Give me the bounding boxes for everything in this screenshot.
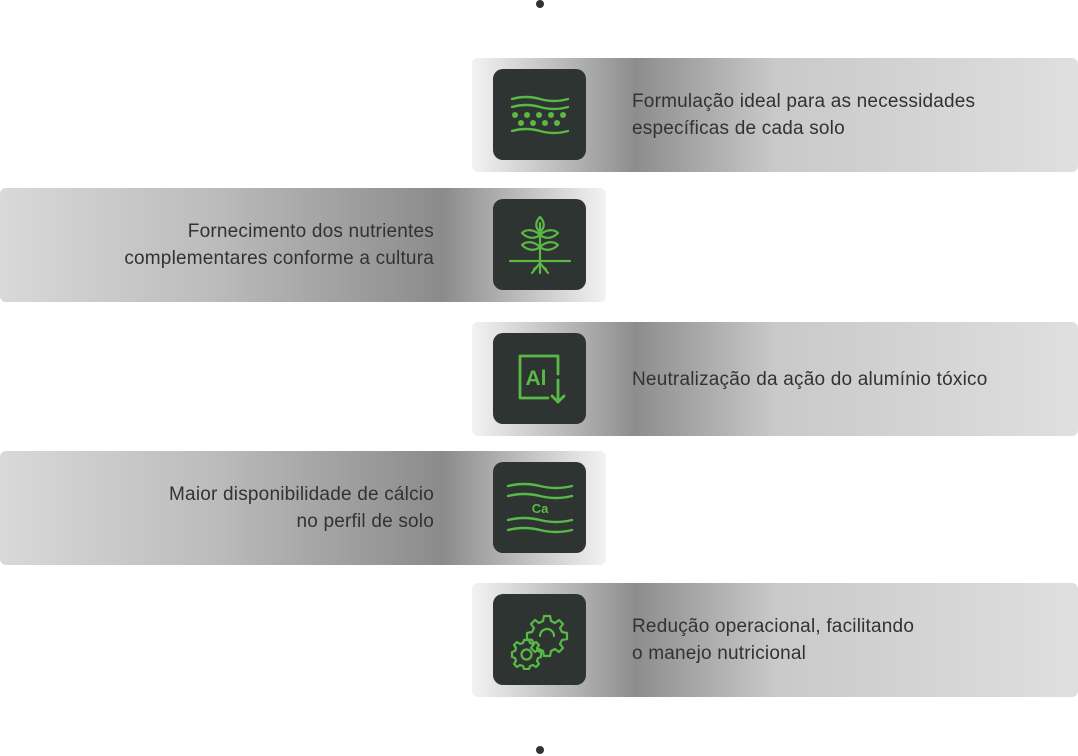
soil-layers-icon <box>493 69 586 160</box>
svg-text:Ca: Ca <box>531 501 548 516</box>
feature-text: Formulação ideal para as necessidades es… <box>632 91 976 139</box>
feature-text: Maior disponibilidade de cálcio no perfi… <box>169 484 434 532</box>
feature-text: Neutralização da ação do alumínio tóxico <box>632 368 988 390</box>
timeline-dot-top <box>536 0 544 8</box>
feature-card-nutrients: Fornecimento dos nutrientes complementar… <box>0 188 606 302</box>
calcium-waves-icon: Ca <box>493 462 586 553</box>
svg-text:Al: Al <box>525 367 546 390</box>
feature-text: Redução operacional, facilitando o manej… <box>632 616 915 664</box>
feature-card-operational: Redução operacional, facilitando o manej… <box>472 583 1078 697</box>
feature-card-calcium: Ca Maior disponibilidade de cálcio no pe… <box>0 451 606 565</box>
timeline-dot-bottom <box>536 746 544 754</box>
feature-card-formulation: Formulação ideal para as necessidades es… <box>472 58 1078 172</box>
feature-text: Fornecimento dos nutrientes complementar… <box>124 221 434 269</box>
aluminum-down-icon: Al <box>493 333 586 424</box>
feature-card-aluminum: Al Neutralização da ação do alumínio tóx… <box>472 322 1078 436</box>
plant-roots-icon <box>493 199 586 290</box>
gears-icon <box>493 594 586 685</box>
